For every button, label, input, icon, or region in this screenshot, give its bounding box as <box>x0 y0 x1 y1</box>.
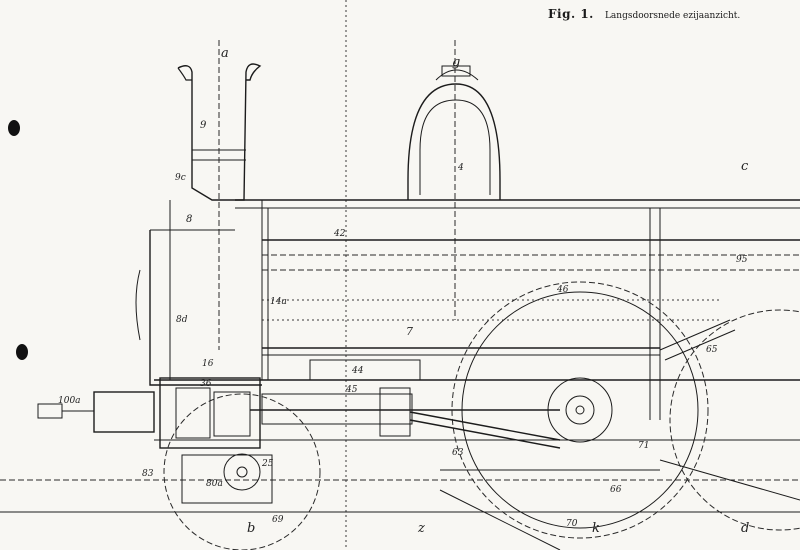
figure-caption: Langsdoorsnede ezijaanzicht. <box>604 11 741 21</box>
boiler <box>235 199 800 420</box>
part-label: 95 <box>736 255 748 265</box>
part-label: 71 <box>638 441 649 451</box>
part-label: 63 <box>452 448 464 458</box>
part-label: 7 <box>406 325 413 338</box>
chimney <box>177 40 262 350</box>
driving-wheel <box>451 281 709 539</box>
trailing-wheel <box>669 309 800 531</box>
section-mark-a: a <box>221 46 229 61</box>
part-label: 83 <box>142 469 154 479</box>
section-mark-g: g <box>452 55 460 70</box>
part-label: 42 <box>333 229 346 239</box>
part-label: 65 <box>706 345 718 355</box>
part-label: 69 <box>272 515 284 525</box>
section-mark-k: k <box>592 521 600 536</box>
part-label: 14a <box>270 297 287 307</box>
part-label: 70 <box>566 519 578 529</box>
steam-dome <box>407 40 501 320</box>
leading-wheel <box>163 393 321 550</box>
part-label: 4 <box>457 163 464 173</box>
part-label: 8 <box>186 214 192 225</box>
figure-number: Fig. 1. <box>548 7 594 21</box>
part-label: 36 <box>200 379 212 389</box>
section-mark-c: c <box>741 159 749 174</box>
section-mark-b: b <box>247 521 255 536</box>
motion <box>409 319 800 550</box>
smokebox <box>135 200 262 386</box>
punch-hole <box>8 120 20 136</box>
frame <box>0 379 800 513</box>
part-label: 66 <box>610 485 622 495</box>
part-label: 100a <box>58 396 81 406</box>
part-label: 9c <box>175 173 186 183</box>
part-label: 9 <box>200 120 207 131</box>
part-label: 8d <box>176 315 188 325</box>
part-label: 16 <box>202 359 214 369</box>
part-label: 44 <box>351 366 364 376</box>
part-label: 25 <box>261 459 274 469</box>
figure-title: Fig. 1. Langsdoorsnede ezijaanzicht. <box>548 3 740 22</box>
punch-hole <box>16 344 28 360</box>
section-marks: a g c b z k d <box>221 46 749 536</box>
part-label: 45 <box>345 385 358 395</box>
part-labels: 9 9c 8 8d 16 14a 7 4 42 46 95 25 100a 80… <box>58 120 748 529</box>
cylinder <box>159 359 560 449</box>
section-mark-z: z <box>417 521 425 536</box>
part-label: 80a <box>206 479 223 489</box>
section-mark-d: d <box>741 521 749 536</box>
part-label: 46 <box>556 285 569 295</box>
